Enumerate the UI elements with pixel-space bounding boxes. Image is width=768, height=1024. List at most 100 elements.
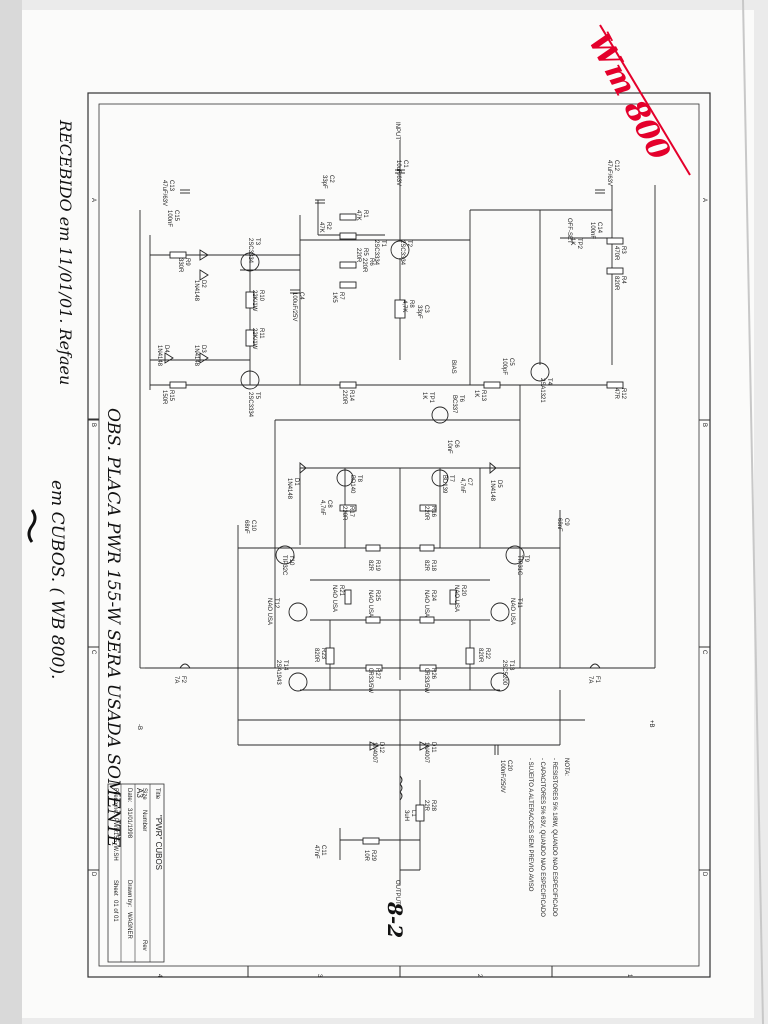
component-ref-r18: R18 bbox=[430, 560, 436, 572]
component-ref-t5: T5 bbox=[254, 392, 260, 400]
component-value-c13: 47uF/63V bbox=[161, 180, 167, 206]
border-grid-labels: A B C D A B C D 1 2 3 4 bbox=[90, 198, 707, 978]
component-value-r29: 10R bbox=[363, 850, 369, 862]
notes-title: NOTA: bbox=[563, 758, 569, 776]
drawn-label: Drawn by: bbox=[126, 880, 132, 907]
component-value-t3: 2SC3334 bbox=[247, 238, 253, 264]
border-letter-c-right: C bbox=[701, 650, 707, 655]
component-ref-d5: D5 bbox=[496, 480, 502, 488]
border-letter-b-left: B bbox=[90, 423, 96, 427]
component-value-c9: 68nF bbox=[556, 518, 562, 532]
component-ref-r19: R19 bbox=[374, 560, 380, 572]
component-ref-tp1: TP1 bbox=[428, 392, 434, 404]
component-value-tp2: 1K bbox=[569, 238, 575, 245]
border-letter-c-left: C bbox=[90, 650, 96, 655]
component-value-r11: 22K/1W bbox=[251, 328, 257, 350]
component-value-t8: BD140 bbox=[349, 475, 355, 494]
component-ref-r27: R27 bbox=[374, 668, 380, 680]
component-value-c14: 100nF bbox=[589, 222, 595, 239]
component-ref-c5: C5 bbox=[508, 358, 514, 366]
component-ref-r12: R12 bbox=[620, 388, 626, 400]
component-value-c5: 100pF bbox=[501, 358, 507, 375]
resistor-symbols bbox=[169, 213, 624, 845]
drawn-value: WAGNER bbox=[126, 912, 132, 939]
component-value-t2: 2SC3334 bbox=[399, 240, 405, 266]
component-ref-r21: R21 bbox=[338, 585, 344, 597]
component-value-c4: 100uF/25V bbox=[291, 292, 297, 321]
component-value-r20: NAO USA bbox=[453, 585, 459, 612]
component-ref-r24: R24 bbox=[430, 590, 436, 602]
component-value-c10: 68nF bbox=[243, 520, 249, 534]
component-ref-r25: R25 bbox=[374, 590, 380, 602]
component-value-r17: 220R bbox=[341, 506, 347, 521]
sheet-label: Sheet bbox=[112, 880, 118, 896]
component-ref-r7: R7 bbox=[338, 292, 344, 300]
offset-net-label: OFF-SET bbox=[566, 218, 572, 244]
semiconductor-symbols bbox=[164, 169, 605, 801]
title-block: Title "PWR" CUBOS Size Number Rev A3 Dat… bbox=[107, 783, 165, 963]
handwritten-obs-line-2: em CUBOS. ( WB 800). bbox=[47, 480, 67, 679]
component-value-r5: 220R bbox=[355, 248, 361, 263]
component-ref-r9: R9 bbox=[184, 258, 190, 266]
border-letter-a-right: A bbox=[701, 198, 707, 202]
component-value-r28: 22R bbox=[423, 800, 429, 812]
border-number-3: 3 bbox=[316, 974, 322, 978]
component-value-d1: 1N4148 bbox=[286, 478, 292, 500]
component-value-d2: 1N4148 bbox=[193, 280, 199, 302]
filename-label: Filename: bbox=[112, 788, 118, 815]
component-ref-d1: D1 bbox=[293, 478, 299, 486]
input-net-label: INPUT bbox=[394, 122, 400, 140]
component-value-c3: 33pF bbox=[416, 305, 422, 319]
component-ref-r8: R8 bbox=[408, 300, 414, 308]
component-value-l1: 3uH bbox=[403, 810, 409, 821]
component-ref-c12: C12 bbox=[613, 160, 619, 172]
component-value-c7: 4,7nF bbox=[459, 478, 465, 494]
component-ref-c11: C11 bbox=[320, 845, 326, 856]
component-ref-t3: T3 bbox=[254, 238, 260, 246]
component-ref-t12: T12 bbox=[273, 598, 279, 609]
component-ref-t10: T10 bbox=[288, 555, 294, 566]
component-value-d12: 1N4007 bbox=[371, 742, 377, 764]
component-ref-c15: C15 bbox=[173, 210, 179, 222]
bias-net-label: BIAS bbox=[450, 360, 456, 374]
component-ref-t9: T9 bbox=[523, 555, 529, 563]
component-value-d5: 1N4148 bbox=[489, 480, 495, 502]
component-ref-r2: R2 bbox=[325, 222, 331, 230]
rev-label: Rev bbox=[141, 940, 147, 951]
component-value-r8: 4,7K bbox=[401, 300, 407, 312]
component-ref-r1: R1 bbox=[362, 210, 368, 218]
border-number-4: 4 bbox=[156, 974, 162, 978]
component-ref-r11: R11 bbox=[258, 328, 264, 339]
component-value-r2: 47K bbox=[318, 222, 324, 233]
component-ref-c6: C6 bbox=[453, 440, 459, 448]
component-ref-t8: T8 bbox=[356, 475, 362, 483]
component-value-r19: 82R bbox=[367, 560, 373, 572]
component-value-c11: 47nF bbox=[313, 845, 319, 859]
component-value-r22: 820R bbox=[477, 648, 483, 663]
component-value-r16: 220R bbox=[423, 506, 429, 521]
paper bbox=[22, 10, 754, 1018]
component-ref-r14: R14 bbox=[348, 390, 354, 402]
drawing-border bbox=[87, 92, 711, 978]
component-ref-d4: D4 bbox=[163, 345, 169, 353]
component-value-t11: NAO USA bbox=[509, 598, 515, 625]
net-labels: INPUT OUTPUT +B -B OFF-SET BIAS bbox=[136, 122, 654, 905]
component-ref-r13: R13 bbox=[480, 390, 486, 402]
red-underline bbox=[599, 24, 691, 176]
schematic-title: "PWR" CUBOS bbox=[154, 815, 163, 870]
component-ref-t7: T7 bbox=[448, 475, 454, 483]
border-letter-a-left: A bbox=[90, 198, 96, 202]
border-number-2: 2 bbox=[476, 974, 482, 978]
component-value-r3: 470R bbox=[613, 246, 619, 261]
component-ref-r3: R3 bbox=[620, 246, 626, 254]
component-ref-c8: C8 bbox=[326, 500, 332, 508]
component-ref-c2: C2 bbox=[328, 175, 334, 183]
component-value-t7: BD139 bbox=[441, 475, 447, 494]
handwritten-page-mark: 8-2 bbox=[383, 901, 407, 938]
border-letter-d-left: D bbox=[90, 872, 96, 877]
component-ref-f1: F1 bbox=[594, 676, 600, 684]
date-value: 31/01/1998 bbox=[126, 808, 132, 839]
component-ref-r6: R6 bbox=[368, 258, 374, 266]
component-ref-c4: C4 bbox=[298, 292, 304, 300]
